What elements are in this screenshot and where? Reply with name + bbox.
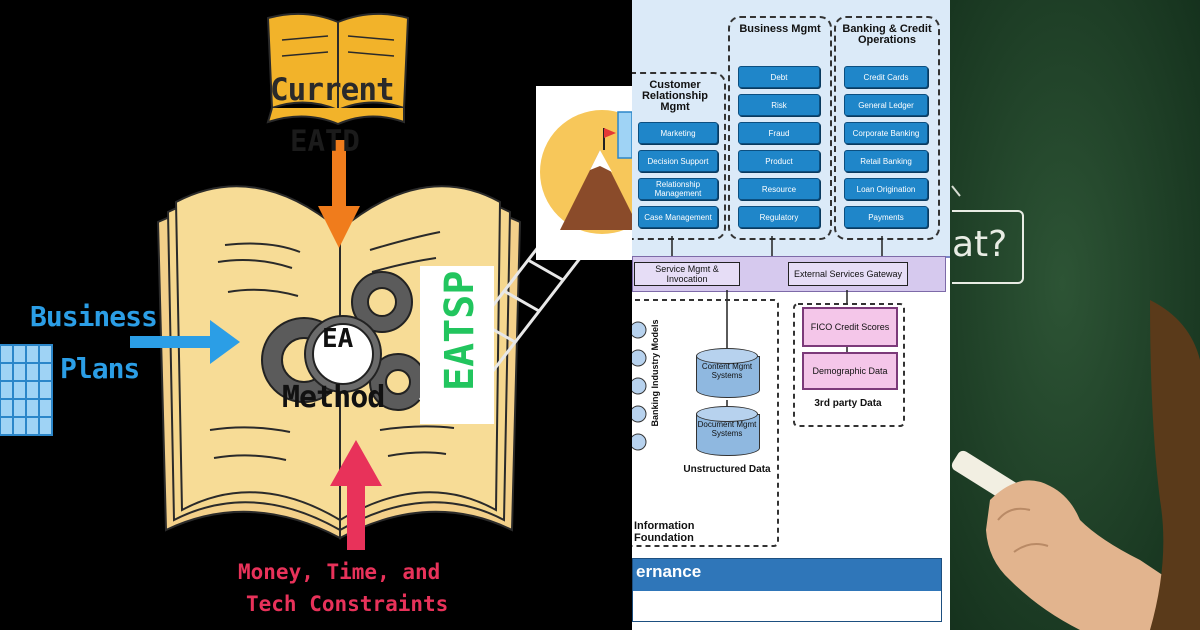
constraints-line1: Money, Time, and bbox=[238, 560, 441, 584]
model-cylinder-icons bbox=[632, 321, 647, 451]
plans-label: Plans bbox=[60, 352, 140, 385]
hand-with-chalk-icon bbox=[951, 300, 1200, 630]
business-arrow bbox=[130, 320, 240, 364]
business-item-regulatory: Regulatory bbox=[738, 206, 820, 228]
business-item-resource: Resource bbox=[738, 178, 820, 200]
unstructured-data-label: Unstructured Data bbox=[683, 464, 771, 475]
demographic-box: Demographic Data bbox=[802, 352, 898, 390]
third-party-label: 3rd party Data bbox=[814, 398, 882, 409]
banking-item-credit-cards: Credit Cards bbox=[844, 66, 928, 88]
governance-body bbox=[632, 591, 942, 622]
chalkboard-art bbox=[950, 0, 1200, 630]
mountain-flag-icon bbox=[536, 86, 632, 260]
banking-industry-models-label: Banking Industry Models bbox=[650, 319, 660, 427]
business-label: Business bbox=[30, 300, 158, 333]
chalk-text: at? bbox=[952, 224, 1008, 265]
banking-item-payments: Payments bbox=[844, 206, 928, 228]
chalk-bubble bbox=[952, 210, 1024, 284]
information-foundation-label: Information Foundation bbox=[634, 520, 695, 544]
chalkboard-photo: at? bbox=[950, 0, 1200, 630]
ea-illustration-art bbox=[0, 12, 632, 550]
external-gateway-box: External Services Gateway bbox=[788, 262, 908, 286]
crm-item-decision-support: Decision Support bbox=[638, 150, 718, 172]
building-icon bbox=[0, 344, 53, 436]
banking-industry-models-wrap: Banking Industry Models bbox=[644, 320, 660, 430]
fico-box: FICO Credit Scores bbox=[802, 307, 898, 347]
business-item-debt: Debt bbox=[738, 66, 820, 88]
banking-item-retail-banking: Retail Banking bbox=[844, 150, 928, 172]
business-item-fraud: Fraud bbox=[738, 122, 820, 144]
constraints-line2: Tech Constraints bbox=[246, 592, 449, 616]
diagram-connectors bbox=[632, 236, 905, 547]
service-mgmt-box: Service Mgmt & Invocation bbox=[634, 262, 740, 286]
business-mgmt-group: Business Mgmt Debt Risk Fraud Product Re… bbox=[728, 16, 832, 240]
eatsp-label: EATSP bbox=[437, 270, 483, 391]
small-book-icon bbox=[266, 12, 410, 126]
crm-group: Customer Relationship Mgmt Marketing Dec… bbox=[632, 72, 726, 240]
banking-credit-group: Banking & Credit Operations Credit Cards… bbox=[834, 16, 940, 240]
content-mgmt-label: Content Mgmt Systems bbox=[701, 362, 753, 380]
banking-item-corporate-banking: Corporate Banking bbox=[844, 122, 928, 144]
crm-item-marketing: Marketing bbox=[638, 122, 718, 144]
eatd-label: EATD bbox=[290, 124, 360, 158]
document-mgmt-cylinder: Document Mgmt Systems bbox=[696, 406, 760, 458]
crm-title: Customer Relationship Mgmt bbox=[641, 79, 708, 113]
content-mgmt-cylinder: Content Mgmt Systems bbox=[696, 348, 760, 400]
banking-item-general-ledger: General Ledger bbox=[844, 94, 928, 116]
eatsp-card bbox=[420, 266, 494, 424]
banking-item-loan-origination: Loan Origination bbox=[844, 178, 928, 200]
crm-item-case-management: Case Management bbox=[638, 206, 718, 228]
crm-item-relationship-management: Relationship Management bbox=[638, 178, 718, 200]
ea-label: EA bbox=[322, 324, 354, 354]
banking-credit-title: Banking & Credit Operations bbox=[842, 23, 932, 46]
business-item-risk: Risk bbox=[738, 94, 820, 116]
constraints-arrow bbox=[330, 440, 382, 550]
method-label: Method bbox=[282, 380, 385, 415]
business-item-product: Product bbox=[738, 150, 820, 172]
gear-icon bbox=[261, 271, 427, 411]
current-arrow bbox=[318, 140, 360, 248]
banking-architecture-diagram: Customer Relationship Mgmt Marketing Dec… bbox=[632, 0, 950, 630]
governance-label: ernance bbox=[636, 562, 702, 581]
business-mgmt-title: Business Mgmt bbox=[739, 23, 821, 35]
ea-method-illustration: Current EATD Business Plans EA Method EA… bbox=[0, 12, 632, 616]
current-label: Current bbox=[270, 72, 395, 108]
document-mgmt-label: Document Mgmt Systems bbox=[697, 420, 757, 438]
